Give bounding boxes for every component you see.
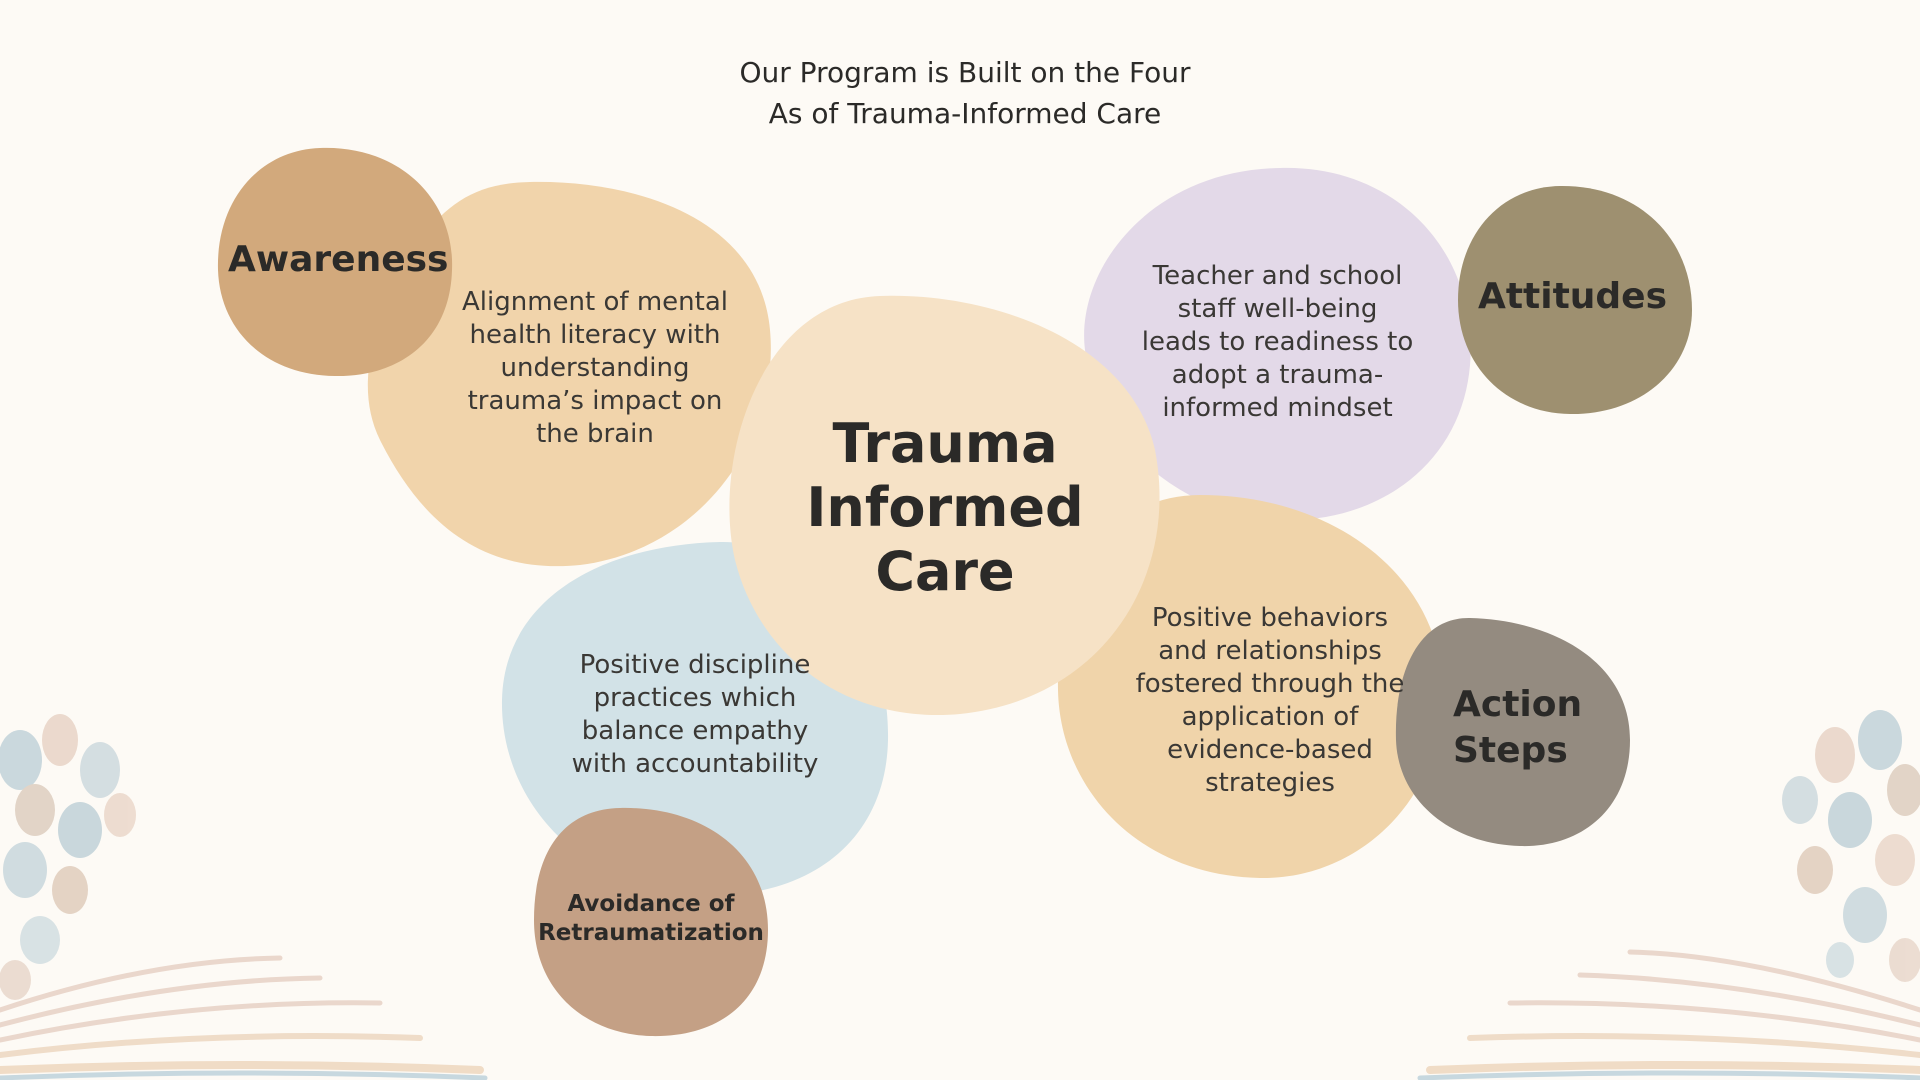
- hands-heart-right-icon: [1782, 710, 1920, 982]
- awareness-text-line: health literacy with: [469, 320, 721, 350]
- action-steps-text-line: Positive behaviors: [1151, 603, 1389, 633]
- center-blob: [729, 295, 1160, 716]
- avoidance-text-line: balance empathy: [581, 716, 809, 746]
- action-steps-text: Positive behaviors and relationships fos…: [1120, 602, 1420, 800]
- attitudes-text-line: Teacher and school: [1152, 261, 1403, 291]
- attitudes-text-blob: [1084, 167, 1471, 520]
- action-steps-label-line: Action: [1453, 684, 1583, 725]
- action-steps-text-line: strategies: [1205, 768, 1335, 798]
- open-book-left-icon: [0, 955, 488, 1080]
- avoidance-label-line: Retraumatization: [538, 920, 764, 946]
- attitudes-text: Teacher and school staff well-being lead…: [1110, 260, 1445, 425]
- attitudes-label: Attitudes: [1477, 276, 1668, 317]
- awareness-text-line: trauma’s impact on: [467, 386, 723, 416]
- avoidance-text-line: Positive discipline: [579, 650, 811, 680]
- avoidance-text-line: practices which: [593, 683, 797, 713]
- awareness-text-line: Alignment of mental: [462, 287, 728, 317]
- avoidance-text: Positive discipline practices which bala…: [545, 649, 845, 781]
- center-label-line: Trauma: [832, 412, 1058, 475]
- awareness-label: Awareness: [228, 239, 449, 280]
- awareness-text-line: the brain: [536, 419, 654, 449]
- action-steps-text-line: fostered through the: [1135, 669, 1405, 699]
- action-steps-text-blob: [1057, 495, 1443, 879]
- hands-heart-left-icon: [0, 714, 136, 1000]
- avoidance-label: Avoidance of Retraumatization: [538, 890, 764, 948]
- action-steps-label-line: Steps: [1453, 730, 1568, 771]
- avoidance-label-line: Avoidance of: [567, 891, 735, 917]
- action-steps-label-blob: [1395, 617, 1630, 847]
- attitudes-text-line: adopt a trauma-: [1171, 360, 1384, 390]
- slide-title-line: Our Program is Built on the Four: [739, 56, 1191, 89]
- avoidance-text-line: with accountability: [571, 749, 819, 779]
- slide-title: Our Program is Built on the Four As of T…: [660, 52, 1270, 134]
- attitudes-text-line: informed mindset: [1162, 393, 1393, 423]
- action-steps-text-line: evidence-based: [1167, 735, 1373, 765]
- center-label-line: Care: [875, 540, 1015, 603]
- avoidance-label-blob: [534, 807, 768, 1037]
- slide-title-line: As of Trauma-Informed Care: [768, 97, 1162, 130]
- action-steps-label: Action Steps: [1453, 682, 1623, 774]
- attitudes-label-blob: [1458, 185, 1692, 415]
- attitudes-text-line: staff well-being: [1177, 294, 1378, 324]
- action-steps-text-line: application of: [1181, 702, 1359, 732]
- awareness-text-blob: [367, 181, 771, 567]
- attitudes-text-line: leads to readiness to: [1141, 327, 1414, 357]
- center-label-line: Informed: [806, 476, 1084, 539]
- action-steps-text-line: and relationships: [1158, 636, 1382, 666]
- awareness-text: Alignment of mental health literacy with…: [445, 286, 745, 451]
- open-book-right-icon: [1417, 949, 1920, 1080]
- awareness-text-line: understanding: [500, 353, 690, 383]
- center-label: Trauma Informed Care: [760, 412, 1130, 604]
- awareness-label-blob: [217, 147, 453, 377]
